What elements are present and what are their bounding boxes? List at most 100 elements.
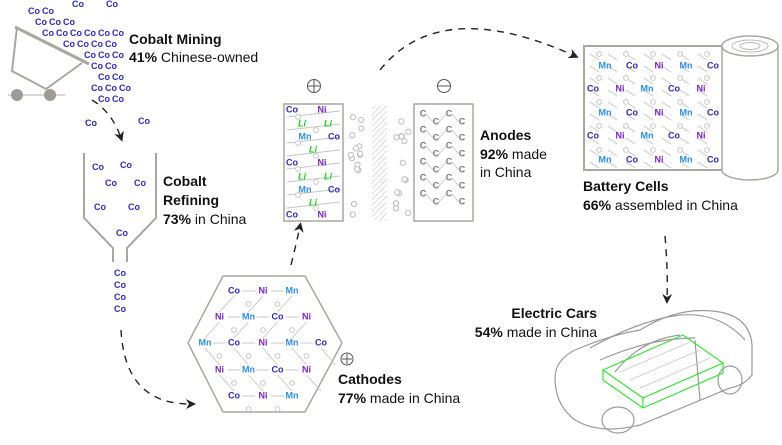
lattice-bond — [451, 161, 460, 171]
anodes-stat-text-2: in China — [480, 164, 532, 180]
lattice-bond — [607, 53, 618, 61]
ion-circle — [394, 189, 401, 196]
lattice-bond — [679, 65, 690, 73]
atom-co: Co — [228, 285, 240, 295]
lattice-bond — [286, 123, 341, 131]
cobalt-refining-stat-part: in China — [191, 211, 246, 227]
car-battery-pack — [601, 334, 725, 409]
lattice-bond — [277, 374, 293, 392]
cobalt-particle: Co — [94, 202, 106, 212]
lattice-bond — [451, 113, 460, 123]
lattice-bond — [643, 53, 654, 61]
lattice-bond — [425, 193, 434, 203]
oxygen-node — [245, 301, 252, 307]
lattice-bond — [451, 177, 460, 187]
lattice-bond — [697, 101, 708, 109]
lattice-bond — [643, 149, 654, 157]
lattice-bond — [697, 125, 708, 133]
lattice-bond — [425, 161, 434, 171]
cobalt-mining-stat-part: 41% — [129, 49, 158, 65]
oxygen-node — [704, 51, 710, 57]
atom-co: Co — [668, 130, 680, 140]
atom-c: C — [446, 124, 453, 134]
ion-circle — [350, 200, 358, 208]
lattice-bond — [425, 113, 434, 123]
cobalt-particle: Co — [114, 292, 126, 302]
atom-c: C — [433, 148, 440, 158]
cobalt-particle: Co — [72, 0, 84, 9]
cobalt-particle: Co — [116, 228, 128, 238]
arrow-battery-to-car — [662, 235, 673, 304]
cobalt-particle: Co — [98, 50, 110, 60]
cobalt-refining-stat: 73% in China — [163, 211, 247, 227]
lattice-bond — [589, 149, 600, 157]
lattice-bond — [607, 149, 618, 157]
ion-circle — [358, 116, 365, 124]
lattice-bond — [661, 89, 672, 97]
atom-mn: Mn — [641, 130, 654, 140]
oxygen-node — [596, 147, 602, 153]
atom-ni: Ni — [655, 60, 664, 70]
lattice-bond — [697, 161, 708, 169]
lattice-bond — [425, 177, 434, 187]
atom-c: C — [433, 164, 440, 174]
atom-ni: Ni — [259, 337, 268, 347]
atom-co: Co — [626, 154, 638, 164]
oxygen-node — [704, 75, 710, 81]
lattice-bond — [643, 89, 654, 97]
cart-wheel-icon — [11, 89, 23, 101]
lattice-bond — [661, 149, 672, 157]
oxygen-node — [677, 51, 683, 57]
lattice-bond — [607, 101, 618, 109]
lattice-bond — [286, 201, 341, 209]
ion-circle — [354, 166, 361, 173]
lattice-bond — [291, 347, 307, 366]
atom-c: C — [459, 196, 466, 206]
cobalt-particle: Co — [105, 178, 117, 188]
atom-c: C — [446, 108, 453, 118]
lattice-bond — [679, 161, 690, 169]
cobalt-particle: Co — [92, 162, 104, 172]
ion-circle — [349, 114, 357, 121]
oxygen-node — [650, 123, 656, 129]
atom-c: C — [433, 116, 440, 126]
atom-ni: Ni — [318, 209, 327, 219]
cobalt-refining-title-2-part: Refining — [163, 192, 219, 208]
atom-mn: Mn — [242, 311, 255, 321]
lattice-bond — [607, 137, 618, 145]
cobalt-particle: Co — [63, 17, 75, 27]
atom-ni: Ni — [318, 157, 327, 167]
lattice-bond — [625, 137, 636, 145]
atom-c: C — [459, 148, 466, 158]
lattice-bond — [248, 374, 264, 392]
oxygen-node — [704, 99, 710, 105]
lattice-bond — [679, 113, 690, 121]
oxygen-node — [677, 123, 683, 129]
atom-c: C — [433, 196, 440, 206]
lattice-bond — [438, 145, 447, 155]
oxygen-node — [596, 99, 602, 105]
ion-circle — [405, 128, 412, 135]
oxygen-node — [623, 99, 629, 105]
cobalt-particle: Co — [98, 94, 110, 104]
lattice-bond — [589, 113, 600, 121]
cobalt-particle: Co — [63, 39, 75, 49]
lattice-bond — [643, 137, 654, 145]
oxygen-node — [231, 327, 237, 333]
lattice-bond — [451, 129, 460, 139]
lattice-bond — [643, 77, 654, 85]
cobalt-particle: Co — [114, 268, 126, 278]
lattice-bond — [643, 101, 654, 109]
atom-c: C — [459, 132, 466, 142]
cobalt-particle: Co — [105, 39, 117, 49]
atom-co: Co — [707, 60, 719, 70]
atom-ni: Ni — [697, 83, 706, 93]
lattice-bond — [204, 321, 220, 339]
atom-co: Co — [626, 60, 638, 70]
atom-li: Li — [298, 171, 306, 181]
atom-ni: Ni — [302, 311, 311, 321]
oxygen-node — [313, 179, 319, 185]
